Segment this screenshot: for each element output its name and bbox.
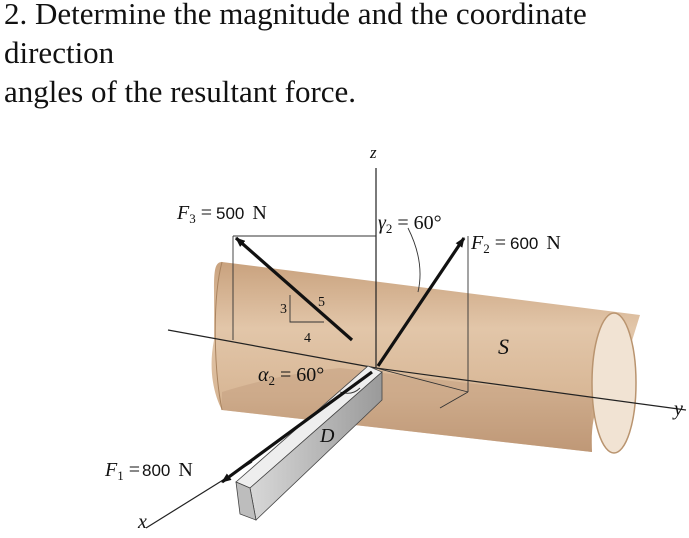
- f1-arrow: [221, 370, 373, 484]
- slope-5: 5: [318, 295, 325, 310]
- alpha2-label: α2 = 60°: [258, 364, 324, 388]
- y-axis-label: y: [672, 398, 683, 420]
- f3-arrow: [234, 236, 354, 342]
- z-axis-label: z: [369, 143, 377, 162]
- slope-4: 4: [304, 331, 311, 346]
- axis-back: [167, 329, 377, 369]
- x-axis-label: x: [137, 511, 147, 533]
- shaft-end: [591, 312, 637, 454]
- y-axis: [375, 367, 687, 411]
- bar-label-d: D: [319, 425, 335, 447]
- f2-proj-1: [375, 367, 469, 393]
- shaft-shadow: [222, 368, 596, 452]
- problem-line-2: angles of the resultant force.: [4, 74, 357, 109]
- problem-line-1: 2. Determine the magnitude and the coord…: [4, 0, 587, 70]
- force-arrows: [221, 236, 466, 484]
- shaft-label-s: S: [498, 334, 509, 359]
- f2-arrow: [376, 237, 466, 367]
- gamma-arc: [407, 227, 421, 293]
- slope-triangle: [289, 295, 324, 323]
- bar-front-face: [235, 481, 257, 521]
- bar-d: [235, 365, 383, 521]
- problem-statement: 2. Determine the magnitude and the coord…: [4, 0, 689, 111]
- slope-3: 3: [280, 302, 287, 317]
- f2-proj-2: [439, 391, 469, 409]
- gamma2-label: γ2 = 60°: [378, 212, 442, 236]
- shaft: [211, 261, 640, 454]
- shaft-left-edge: [214, 261, 223, 411]
